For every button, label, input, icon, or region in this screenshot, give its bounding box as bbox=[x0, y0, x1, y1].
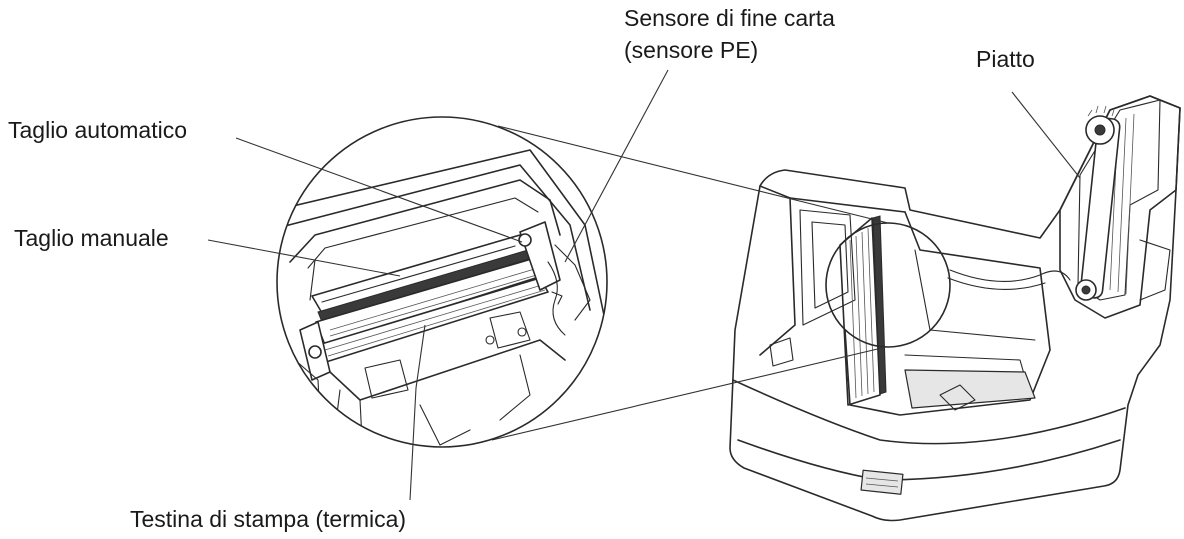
zoom-line-top bbox=[497, 125, 889, 224]
magnified-view bbox=[276, 116, 608, 448]
leader-platen bbox=[1011, 91, 1081, 179]
label-manual-cutter: Taglio manuale bbox=[14, 225, 169, 251]
leader-auto-cutter bbox=[235, 137, 523, 243]
leader-print-head-upper bbox=[415, 324, 426, 389]
label-auto-cutter: Taglio automatico bbox=[8, 117, 187, 143]
label-pe-sensor-line2: (sensore PE) bbox=[624, 37, 759, 63]
zoom-line-bottom bbox=[491, 346, 887, 441]
label-pe-sensor-line1: Sensore di fine carta bbox=[624, 5, 835, 31]
label-print-head: Testina di stampa (termica) bbox=[130, 506, 407, 532]
leader-manual-cutter bbox=[207, 239, 401, 277]
leader-print-head bbox=[409, 387, 417, 501]
printer-body bbox=[729, 95, 1181, 522]
leader-pe-sensor bbox=[564, 69, 669, 263]
label-platen: Piatto bbox=[976, 46, 1035, 72]
